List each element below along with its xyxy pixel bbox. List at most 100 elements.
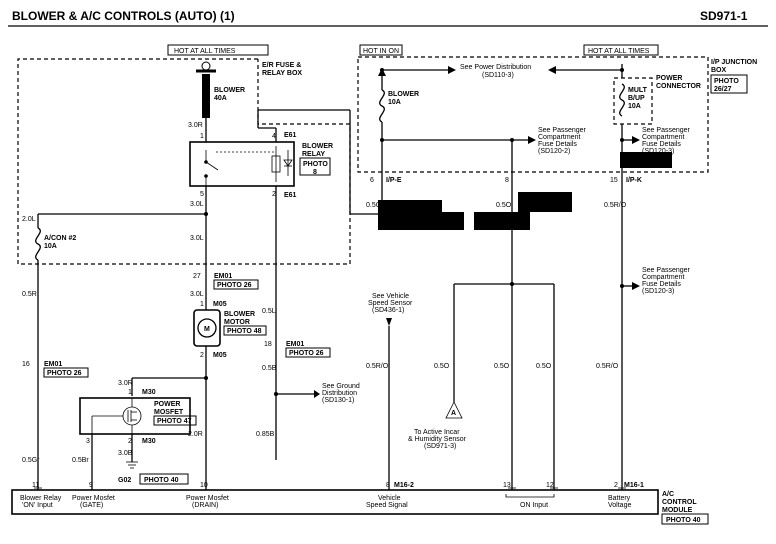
svg-text:POWER: POWER: [656, 75, 682, 82]
svg-text:13: 13: [503, 482, 511, 489]
wire-label-20r: 2.0R: [188, 431, 203, 438]
connector-m16-2: M16-2: [394, 482, 414, 489]
hot-at-all-times-right: HOT AT ALL TIMES: [588, 48, 650, 55]
acon-fuse: A/CON #2 10A 0.5R: [22, 227, 76, 490]
svg-text:Power Mosfet: Power Mosfet: [186, 495, 229, 502]
svg-text:A/C: A/C: [662, 491, 674, 498]
svg-text:(SD436-1): (SD436-1): [372, 307, 404, 314]
connector-ipk: I/P-K: [626, 177, 642, 184]
svg-text:See Ground: See Ground: [322, 383, 360, 390]
blower-10a-fuse: BLOWER 10A: [378, 66, 536, 180]
ip-junction-box: HOT IN ON HOT AT ALL TIMES I/P JUNCTION …: [357, 44, 757, 173]
svg-text:BLOWER: BLOWER: [388, 91, 419, 98]
svg-text:PHOTO 26: PHOTO 26: [289, 350, 324, 357]
wire-label-30r-b: 3.0R: [118, 380, 133, 387]
svg-text:PHOTO 26: PHOTO 26: [47, 370, 82, 377]
mult-bup-fuse: MULT B/UP 10A POWER CONNECTOR: [548, 64, 701, 490]
svg-text:To Active Incar: To Active Incar: [414, 429, 460, 436]
svg-text:'ON' Input: 'ON' Input: [22, 502, 53, 509]
hot-at-all-times-left: HOT AT ALL TIMES: [174, 48, 236, 55]
svg-text:4: 4: [272, 133, 276, 140]
svg-text:Fuse Details: Fuse Details: [642, 141, 681, 148]
svg-text:PHOTO 48: PHOTO 48: [227, 328, 262, 335]
svg-text:10A: 10A: [628, 103, 641, 110]
blower-40a-fuse: BLOWER 40A 3.0R: [188, 61, 245, 142]
wire-label-30b: 3.0B: [118, 450, 133, 457]
svg-text:PHOTO 40: PHOTO 40: [666, 517, 701, 524]
svg-text:(SD120-2): (SD120-2): [538, 148, 570, 155]
svg-text:See Passenger: See Passenger: [538, 127, 587, 134]
svg-text:Compartment: Compartment: [642, 274, 684, 281]
svg-text:MULT: MULT: [628, 87, 648, 94]
connector-e61-top: E61: [284, 132, 297, 139]
svg-text:10A: 10A: [388, 99, 401, 106]
svg-text:& Humidity Sensor: & Humidity Sensor: [408, 436, 467, 443]
svg-text:(SD971-3): (SD971-3): [424, 443, 456, 450]
svg-text:MOSFET: MOSFET: [154, 409, 184, 416]
wire-label-20l: 2.0L: [22, 216, 36, 223]
svg-text:10A: 10A: [44, 243, 57, 250]
svg-text:M30: M30: [142, 438, 156, 445]
svg-text:Power Mosfet: Power Mosfet: [72, 495, 115, 502]
wire-label-05o-e: 0.5O: [536, 363, 552, 370]
svg-text:8: 8: [386, 482, 390, 489]
svg-text:CONNECTOR: CONNECTOR: [656, 83, 701, 90]
wire-label-30r: 3.0R: [188, 122, 203, 129]
wire-label-05l: 0.5L: [262, 308, 276, 315]
svg-text:Fuse Details: Fuse Details: [538, 141, 577, 148]
ground-g02: G02: [118, 477, 131, 484]
hot-at-all-times-tag-right: [583, 44, 659, 56]
connector-em01-left: EM01: [44, 361, 62, 368]
ip-photo-label: PHOTO: [714, 78, 739, 85]
svg-text:A: A: [451, 410, 456, 417]
photo-40-box-b: [661, 513, 709, 525]
svg-text:Compartment: Compartment: [538, 134, 580, 141]
svg-text:(SD110-3): (SD110-3): [482, 72, 514, 79]
svg-text:PHOTO 26: PHOTO 26: [217, 282, 252, 289]
svg-text:(GATE): (GATE): [80, 502, 103, 509]
power-mosfet: 3.0R 1 M30 POWER MOSFET PHOTO 47 3 2 M30…: [72, 377, 206, 490]
svg-text:1: 1: [128, 389, 132, 396]
svg-text:15: 15: [610, 177, 618, 184]
svg-text:PHOTO 40: PHOTO 40: [144, 477, 179, 484]
svg-text:(DRAIN): (DRAIN): [192, 502, 218, 509]
wire-label-05gr: 0.5Gr: [22, 457, 40, 464]
svg-text:CONTROL: CONTROL: [662, 499, 697, 506]
svg-text:Vehicle: Vehicle: [378, 495, 401, 502]
svg-text:See Power Distribution: See Power Distribution: [460, 64, 531, 71]
wire-label-085b: 0.85B: [256, 431, 275, 438]
svg-text:9: 9: [89, 482, 93, 489]
blower-fuse-label: BLOWER: [214, 87, 245, 94]
wire-label-05o-b: 0.5O: [496, 202, 512, 209]
redaction-block-4: [518, 192, 572, 212]
svg-text:16: 16: [22, 361, 30, 368]
svg-text:8: 8: [313, 169, 317, 176]
blower-motor: 1 M05 M BLOWER MOTOR PHOTO 48 2 M05: [193, 301, 267, 490]
relay-photo-box: [299, 157, 331, 176]
wire-label-05br: 0.5Br: [72, 457, 89, 464]
redaction-block-2: [442, 212, 464, 230]
connector-em01-top: EM01: [214, 273, 232, 280]
svg-text:PHOTO: PHOTO: [303, 161, 328, 168]
svg-text:Speed Signal: Speed Signal: [366, 502, 408, 509]
svg-text:11: 11: [32, 482, 39, 489]
svg-text:Compartment: Compartment: [642, 134, 684, 141]
wire-label-30l-c: 3.0L: [190, 291, 204, 298]
wire-label-05b: 0.5B: [262, 365, 277, 372]
svg-text:MODULE: MODULE: [662, 507, 693, 514]
ip-box-label-2: BOX: [711, 67, 727, 74]
svg-text:1: 1: [200, 133, 204, 140]
connector-em01-right: EM01: [286, 341, 304, 348]
hot-in-on-label: HOT IN ON: [363, 48, 399, 55]
svg-text:M30: M30: [142, 389, 156, 396]
svg-text:6: 6: [370, 177, 374, 184]
hot-in-on-tag: [359, 44, 403, 56]
wire-label-30l-a: 3.0L: [190, 201, 204, 208]
svg-text:2: 2: [272, 191, 276, 198]
blower-relay: 1 4 E61 5 2 E61 BLOWER RELAY PHOTO 8: [189, 132, 333, 199]
svg-text:A/CON #2: A/CON #2: [44, 235, 76, 242]
wire-label-05ro-c: 0.5R/O: [366, 363, 389, 370]
svg-text:B/UP: B/UP: [628, 95, 645, 102]
ip-box-label: I/P JUNCTION: [711, 59, 757, 66]
